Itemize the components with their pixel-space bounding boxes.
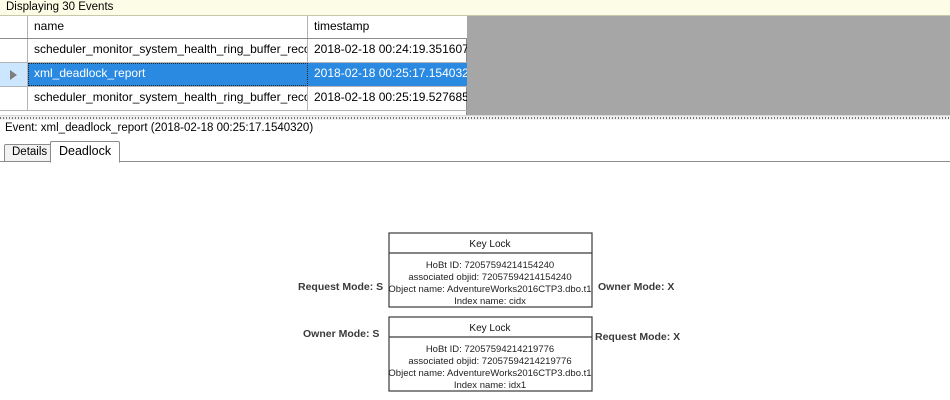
tab-deadlock[interactable]: Deadlock (50, 141, 121, 163)
resource-bottom-frame (388, 316, 593, 392)
resource-bottom-title: Key Lock (469, 323, 511, 334)
column-header-name[interactable]: name (28, 16, 308, 38)
tab-details[interactable]: Details (4, 144, 56, 162)
table-row-selected[interactable]: xml_deadlock_report 2018-02-18 00:25:17.… (0, 63, 467, 87)
resource-bottom-line-1: associated objid: 72057594214219776 (408, 356, 571, 367)
row-selector-cell[interactable] (0, 87, 28, 110)
resource-top-title: Key Lock (469, 239, 511, 250)
cell-timestamp[interactable]: 2018-02-18 00:24:19.3516078 (314, 42, 467, 56)
resource-top-line-3: Index name: cidx (454, 296, 526, 307)
deadlock-graph-canvas[interactable]: Server process Id: 86 Server batch Id: 0… (0, 162, 950, 400)
column-header-timestamp[interactable]: timestamp (308, 16, 467, 38)
events-grid-populated-area: name timestamp scheduler_monitor_system_… (0, 16, 467, 115)
table-row[interactable]: scheduler_monitor_system_health_ring_buf… (0, 39, 467, 63)
events-count-banner: Displaying 30 Events (0, 0, 950, 16)
table-row[interactable]: scheduler_monitor_system_health_ring_buf… (0, 87, 467, 111)
cell-name[interactable]: xml_deadlock_report (28, 63, 308, 86)
cell-timestamp[interactable]: 2018-02-18 00:25:19.5276859 (314, 90, 467, 104)
detail-tabstrip: Details Deadlock (0, 140, 950, 163)
resource-bottom-line-0: HoBt ID: 72057594214219776 (426, 344, 554, 355)
resource-node-top[interactable]: Key Lock HoBt ID: 72057594214154240 asso… (388, 232, 593, 308)
edge-label-right-owner: Owner Mode: X (598, 281, 674, 293)
resource-top-frame (388, 232, 593, 308)
edge-label-right-request: Request Mode: X (595, 331, 680, 343)
resource-top-line-1: associated objid: 72057594214154240 (408, 272, 571, 283)
cell-name[interactable]: scheduler_monitor_system_health_ring_buf… (28, 87, 308, 110)
tabstrip-divider (0, 161, 950, 162)
deadlock-graph-svg: Server process Id: 86 Server batch Id: 0… (298, 232, 680, 392)
resource-bottom-line-2: Object name: AdventureWorks2016CTP3.dbo.… (388, 368, 591, 379)
resource-top-line-2: Object name: AdventureWorks2016CTP3.dbo.… (388, 284, 591, 295)
edge-label-left-request: Request Mode: S (298, 281, 383, 293)
events-grid[interactable]: name timestamp scheduler_monitor_system_… (0, 16, 950, 115)
resource-bottom-line-3: Index name: idx1 (454, 380, 526, 391)
row-pointer-icon (10, 70, 17, 80)
event-detail-header: Event: xml_deadlock_report (2018-02-18 0… (0, 120, 950, 138)
header-cell-selector (0, 16, 28, 38)
cell-timestamp[interactable]: 2018-02-18 00:25:17.1540320 (308, 63, 467, 86)
row-selector-cell[interactable] (0, 39, 28, 62)
events-grid-header-row: name timestamp (0, 16, 467, 39)
event-title-label: Event: xml_deadlock_report (2018-02-18 0… (5, 122, 314, 134)
row-selector-cell[interactable] (0, 63, 28, 86)
events-count-label: Displaying 30 Events (6, 1, 114, 13)
edge-label-left-owner: Owner Mode: S (303, 328, 379, 340)
resource-top-line-0: HoBt ID: 72057594214154240 (426, 260, 554, 271)
cell-name[interactable]: scheduler_monitor_system_health_ring_buf… (28, 39, 308, 62)
horizontal-splitter[interactable] (0, 115, 950, 120)
resource-node-bottom[interactable]: Key Lock HoBt ID: 72057594214219776 asso… (388, 316, 593, 392)
